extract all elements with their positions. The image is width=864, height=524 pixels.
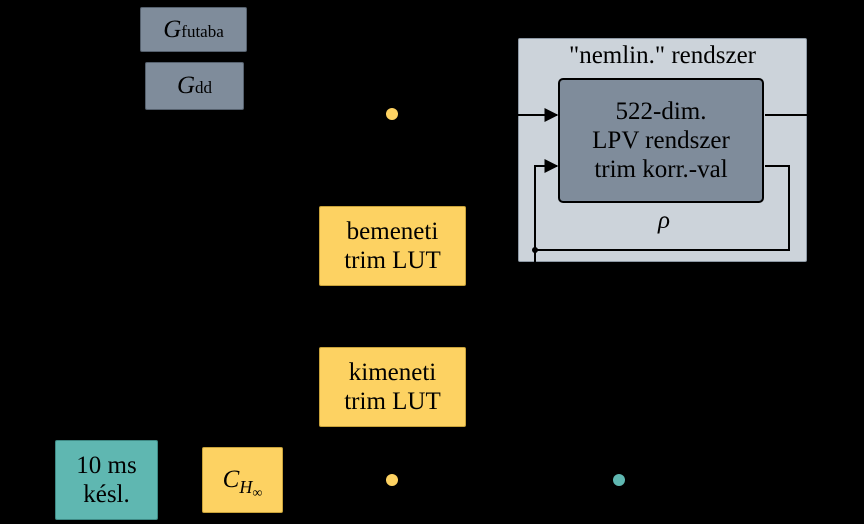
nonlinear-system-title: "nemlin." rendszer <box>568 42 756 69</box>
g-futaba-subscript: futaba <box>181 21 224 41</box>
g-dd-block: Gdd <box>145 62 244 110</box>
g-futaba-symbol: G <box>163 15 182 43</box>
g-dd-subscript: dd <box>195 78 213 98</box>
output-trim-lut-line-2: trim LUT <box>344 388 441 415</box>
controller-block: CH∞ <box>202 447 283 513</box>
lpv-line-2: LPV rendszer <box>592 126 730 154</box>
teal-dot <box>613 474 625 486</box>
output-trim-lut-block: kimeneti trim LUT <box>319 347 466 427</box>
yellow-dot-top <box>386 108 398 120</box>
input-trim-lut-block: bemeneti trim LUT <box>319 206 466 286</box>
g-futaba-block: Gfutaba <box>140 7 247 52</box>
output-trim-lut-line-1: kimeneti <box>348 358 437 386</box>
lpv-system-block: 522-dim. LPV rendszer trim korr.-val <box>558 78 764 203</box>
g-dd-symbol: G <box>176 72 196 100</box>
lpv-line-1: 522-dim. <box>615 97 707 125</box>
controller-symbol: C <box>222 466 240 494</box>
controller-subsubscript: ∞ <box>252 486 263 502</box>
delay-block: 10 ms késl. <box>55 440 158 520</box>
delay-line-1: 10 ms <box>76 451 137 479</box>
input-trim-lut-line-2: trim LUT <box>344 247 441 274</box>
controller-subscript: H <box>239 477 253 498</box>
lpv-line-3: trim korr.-val <box>594 156 728 184</box>
rho-feedback-wire <box>534 159 790 251</box>
input-trim-lut-line-1: bemeneti <box>346 217 439 245</box>
rho-junction <box>532 247 538 253</box>
yellow-dot-bottom <box>386 474 398 486</box>
rho-label: ρ <box>658 207 670 234</box>
delay-line-2: késl. <box>83 481 130 508</box>
